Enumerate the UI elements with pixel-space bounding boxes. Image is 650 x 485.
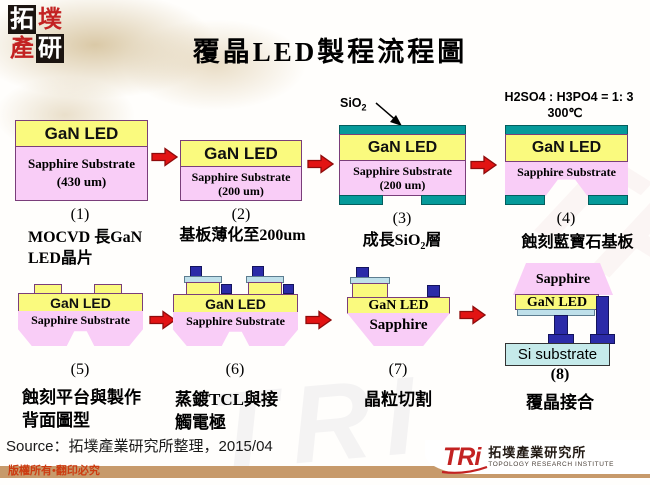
- step2-number: (2): [231, 206, 251, 223]
- step5-caption: 背面圖型: [22, 411, 90, 430]
- step1-caption: LED晶片: [28, 250, 93, 267]
- tri-acronym-text: TRi: [443, 442, 481, 471]
- step8-bump-pillar: [554, 315, 568, 335]
- step8-bump-pillar: [596, 296, 609, 335]
- seal-char: 拓: [8, 5, 36, 34]
- seal-char: 墣: [38, 6, 62, 33]
- step8-number: (8): [550, 366, 570, 383]
- step3-sio2-annotation: SiO2: [340, 96, 367, 113]
- step6-caption: 蒸鍍TCL與接: [175, 390, 278, 409]
- step7-mesa-bump: [352, 283, 388, 298]
- substrate-label: Sapphire Substrate: [353, 164, 452, 178]
- step4-number: (4): [556, 210, 576, 227]
- step7-caption: 晶粒切割: [364, 390, 432, 409]
- step1-gan-led-layer: GaN LED: [15, 120, 148, 147]
- step3-sio2-bottom-left: [339, 195, 383, 205]
- step4-gan-led-layer: GaN LED: [505, 134, 628, 162]
- step6-gan-led-layer: GaN LED: [173, 294, 298, 313]
- step4-temperature-annotation: 300℃: [547, 106, 583, 120]
- substrate-label: Sapphire Substrate: [191, 170, 291, 184]
- arrow-right-icon: [307, 154, 334, 174]
- tri-acronym: TRi: [441, 442, 488, 474]
- seal-char: 產: [10, 35, 34, 62]
- sapphire-label: Sapphire: [369, 317, 428, 333]
- step7-number: (7): [388, 361, 408, 378]
- step6-number: (6): [225, 361, 245, 378]
- arrow-right-icon: [305, 310, 332, 330]
- step3-substrate-layer: Sapphire Substrate (200 um): [339, 160, 466, 196]
- company-seal-logo: 拓 墣 產 研: [8, 5, 64, 63]
- source-citation: Source：拓墣產業研究所整理，2015/04: [6, 438, 273, 455]
- thickness-label: (200 um): [218, 184, 264, 198]
- step1-caption: MOCVD 長GaN: [28, 229, 143, 246]
- step2-caption: 基板薄化至200um: [179, 227, 306, 244]
- tri-name-en: TOPOLOGY RESEARCH INSTITUTE: [488, 460, 615, 468]
- step6-caption: 觸電極: [175, 413, 226, 432]
- step5-caption: 蝕刻平台與製作: [22, 388, 141, 407]
- step1-substrate-layer: Sapphire Substrate (430 um): [15, 146, 148, 201]
- arrow-right-icon: [151, 147, 178, 167]
- step6-electrode: [221, 284, 232, 294]
- step4-sio2-bottom-right: [588, 195, 628, 205]
- step8-caption: 覆晶接合: [526, 393, 594, 412]
- step3-caption: 成長SiO2層: [362, 232, 442, 253]
- arrow-right-icon: [149, 310, 176, 330]
- thickness-label: (200 um): [379, 178, 426, 192]
- tri-logo: TRi 拓墣產業研究所 TOPOLOGY RESEARCH INSTITUTE: [425, 440, 650, 474]
- annotation-pointer-line: [375, 102, 402, 126]
- step4-etchant-annotation: H2SO4 : H3PO4 = 1: 3: [504, 90, 634, 104]
- substrate-label: Sapphire Substrate: [517, 165, 616, 179]
- thickness-label: (430 um): [56, 174, 107, 189]
- step3-number: (3): [392, 210, 412, 227]
- step7-gan-led-layer: GaN LED: [347, 297, 450, 314]
- tri-name-zh: 拓墣產業研究所: [488, 444, 587, 460]
- step5-number: (5): [70, 361, 90, 378]
- substrate-label: Sapphire Substrate: [31, 313, 130, 327]
- step3-sio2-bottom-right: [421, 195, 466, 205]
- step2-gan-led-layer: GaN LED: [180, 140, 302, 167]
- step4-sio2-bottom-left: [505, 195, 545, 205]
- substrate-label: Sapphire Substrate: [186, 314, 285, 328]
- page-title: 覆晶LED製程流程圖: [192, 37, 468, 67]
- step5-substrate-patterned-layer: Sapphire Substrate: [18, 311, 143, 346]
- step8-si-substrate: Si substrate: [505, 343, 610, 366]
- arrow-right-icon: [459, 305, 486, 325]
- step1-number: (1): [70, 206, 90, 223]
- step4-caption: 蝕刻藍寶石基板: [521, 234, 634, 251]
- step2-substrate-layer: Sapphire Substrate (200 um): [180, 166, 302, 201]
- step8-gan-led-layer: GaN LED: [515, 294, 599, 310]
- step8-sapphire-die: Sapphire: [513, 263, 613, 295]
- substrate-label: Sapphire Substrate: [27, 156, 136, 171]
- tri-swoosh-icon: [441, 465, 488, 474]
- step7-electrode: [427, 285, 440, 297]
- arrow-right-icon: [470, 155, 497, 175]
- sapphire-label: Sapphire: [535, 272, 591, 287]
- step4-substrate-etched-layer: Sapphire Substrate: [505, 162, 628, 196]
- step7-sapphire-die: Sapphire: [347, 313, 450, 346]
- step6-electrode: [283, 284, 294, 294]
- seal-char: 研: [36, 34, 64, 63]
- step5-gan-led-layer: GaN LED: [18, 293, 143, 312]
- step3-gan-led-layer: GaN LED: [339, 134, 466, 161]
- step6-substrate-patterned-layer: Sapphire Substrate: [173, 312, 298, 346]
- copyright-notice: 版權所有•翻印必究: [8, 465, 100, 477]
